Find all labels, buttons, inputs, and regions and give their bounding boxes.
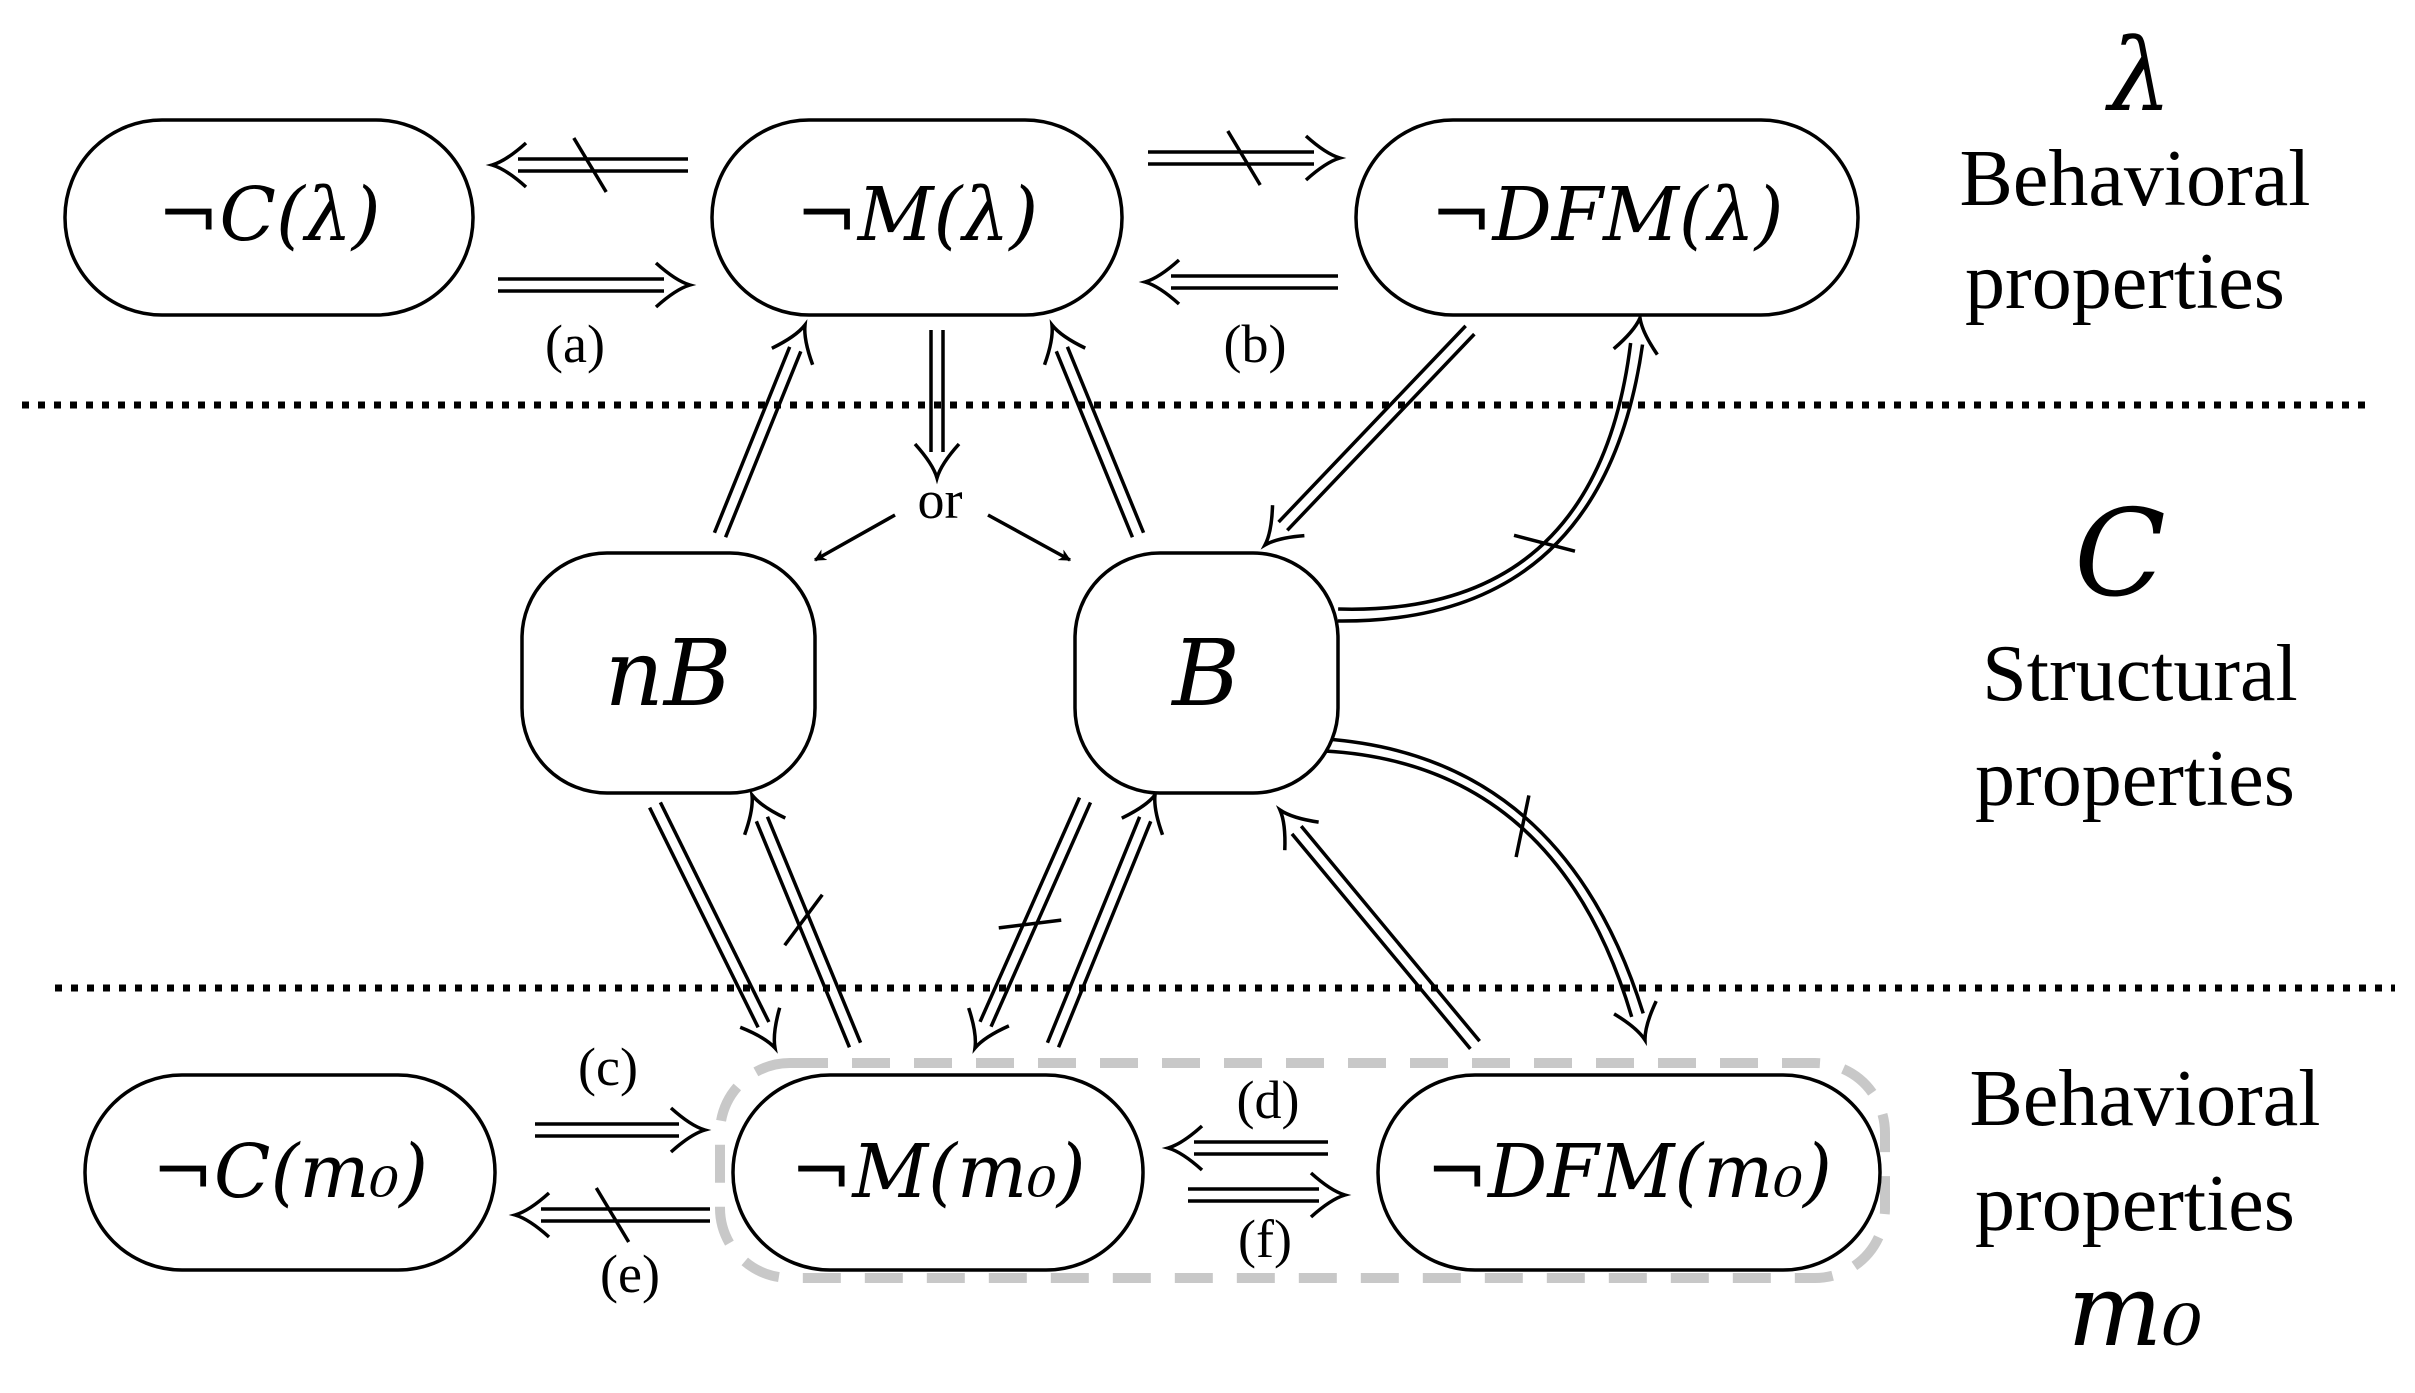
- arrow-m-m0-to-nb-negated: [742, 789, 863, 1048]
- node-label: ¬DFM(m₀): [1426, 1129, 1832, 1215]
- edge-label-or: or: [918, 470, 963, 530]
- node-dfm-lambda: ¬DFM(λ): [1354, 118, 1860, 317]
- edge-label-c: (c): [578, 1037, 638, 1097]
- arrow-dfm-m0-to-m-m0-d: [1161, 1124, 1328, 1172]
- arrow-or-to-nb: [813, 513, 896, 562]
- node-label: ¬C(m₀): [152, 1129, 428, 1215]
- arrow-or-to-b: [987, 513, 1072, 562]
- arrow-dfm-lambda-to-m-lambda-b: [1138, 258, 1338, 306]
- arrow-m-m0-to-dfm-m0-f: [1188, 1171, 1352, 1219]
- arrow-dfm-m0-to-b: [1275, 805, 1481, 1050]
- side-label-top-1: Behavioral: [1960, 135, 2311, 223]
- arrow-b-to-dfm-lambda-negated: [1337, 311, 1659, 623]
- side-label-top-2: properties: [1965, 238, 2285, 326]
- arrow-m-lambda-to-or: [913, 330, 961, 485]
- node-label: ¬M(λ): [796, 172, 1038, 258]
- node-m-m0: ¬M(m₀): [731, 1073, 1145, 1272]
- node-label: ¬DFM(λ): [1430, 172, 1783, 258]
- equivalence-group-outline: [715, 1058, 1890, 1283]
- node-label: nB: [605, 620, 732, 727]
- node-c-m0: ¬C(m₀): [83, 1073, 497, 1272]
- edge-label-b: (b): [1224, 314, 1287, 374]
- side-label-middle-2: properties: [1975, 735, 2295, 823]
- arrow-c-lambda-to-m-lambda-a: [498, 261, 697, 309]
- arrow-m-m0-to-c-m0-negated-e: [508, 1187, 710, 1243]
- node-b: B: [1073, 551, 1340, 795]
- side-label-bottom-1: Behavioral: [1970, 1055, 2321, 1143]
- arrow-m-lambda-to-dfm-lambda-negated: [1148, 130, 1347, 186]
- arrow-b-to-dfm-m0-negated: [1324, 737, 1658, 1047]
- node-nb: nB: [520, 551, 817, 795]
- arrow-b-to-m-lambda: [1042, 319, 1146, 538]
- node-c-lambda: ¬C(λ): [63, 118, 475, 317]
- arrow-nb-to-m-lambda: [712, 319, 815, 538]
- edge-label-d: (d): [1237, 1070, 1300, 1130]
- arrow-nb-to-m-m0: [648, 801, 782, 1054]
- side-label-bottom-2: properties: [1975, 1160, 2295, 1248]
- node-label: ¬M(m₀): [790, 1129, 1085, 1215]
- side-symbol-m0: m₀: [2068, 1252, 2203, 1369]
- node-dfm-m0: ¬DFM(m₀): [1376, 1073, 1882, 1272]
- arrow-c-m0-to-m-m0-c: [535, 1106, 712, 1154]
- side-label-middle-1: Structural: [1982, 630, 2297, 718]
- edges: [485, 130, 1659, 1243]
- edge-label-f: (f): [1238, 1209, 1292, 1269]
- side-symbol-c: C: [2074, 485, 2166, 624]
- edge-label-e: (e): [600, 1244, 660, 1304]
- arrow-dfm-lambda-to-b: [1260, 324, 1476, 550]
- arrow-m-lambda-to-c-lambda-negated: [485, 137, 688, 193]
- arrow-b-to-m-m0-negated: [967, 796, 1093, 1054]
- node-m-lambda: ¬M(λ): [710, 118, 1124, 317]
- arrow-m-m0-to-b: [1045, 789, 1165, 1048]
- edge-label-a: (a): [545, 314, 605, 374]
- node-label: ¬C(λ): [157, 172, 380, 258]
- side-symbol-lambda: λ: [2104, 17, 2171, 134]
- node-label: B: [1170, 620, 1240, 727]
